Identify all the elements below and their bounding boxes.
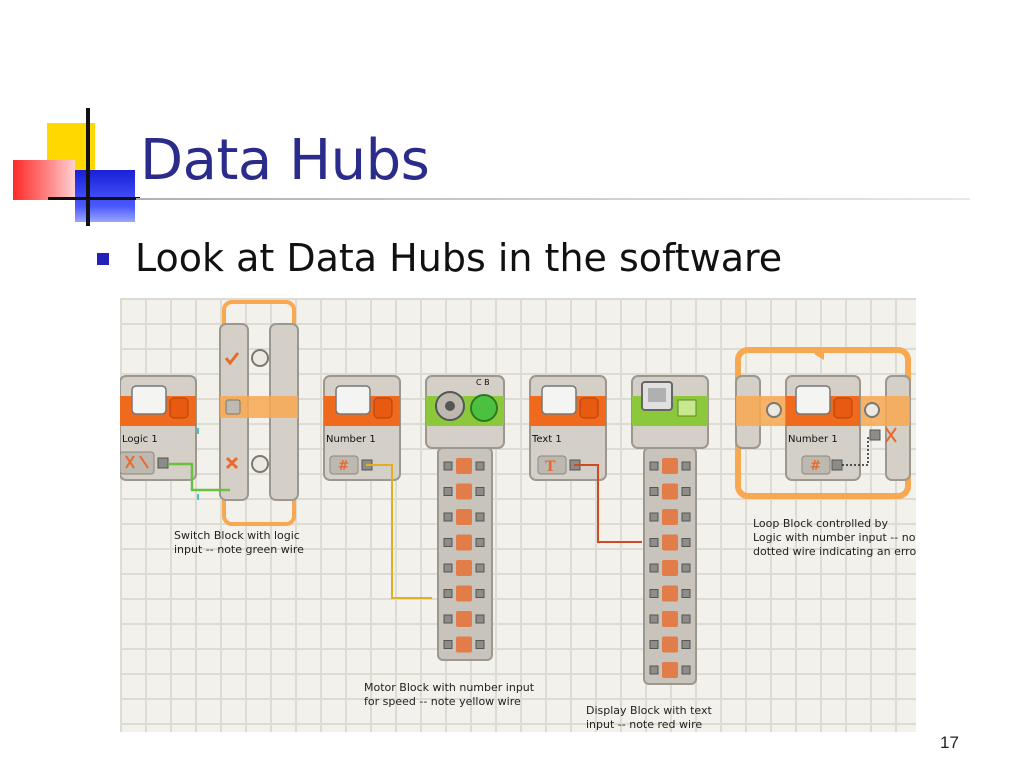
- nxt-software-screenshot: # T: [120, 298, 916, 732]
- motor-hub-plug-row: [443, 636, 485, 653]
- switch-block: [219, 300, 299, 526]
- bullet-marker: [97, 253, 109, 265]
- logic-block: [120, 375, 197, 481]
- display-hub-plug-row: [649, 458, 691, 474]
- caption-switch-block: Switch Block with logic input -- note gr…: [174, 529, 304, 556]
- yellow-wire: [366, 464, 432, 599]
- motor-block: [425, 375, 505, 661]
- display-hub-plug-row: [649, 509, 691, 525]
- motor-hub-plug-row: [443, 611, 485, 627]
- motor-hub-plug-row: [443, 509, 485, 525]
- loop-block: #: [735, 347, 911, 499]
- title-underline: [136, 198, 970, 200]
- display-hub-plug-row: [649, 662, 691, 678]
- caption-motor-block: Motor Block with number input for speed …: [364, 681, 535, 708]
- motor-hub-plug-row: [443, 534, 485, 551]
- display-hub-plug-row: [649, 534, 691, 551]
- caption-display-block: Display Block with text input -- note re…: [586, 704, 712, 731]
- display-hub-plug-row: [649, 636, 691, 653]
- screenshot-drawing: # T: [120, 300, 911, 685]
- svg-text:T: T: [545, 459, 556, 475]
- display-hub-plug-row: [649, 560, 691, 576]
- svg-text:#: #: [338, 459, 349, 474]
- number-block-label: Number 1: [326, 434, 376, 445]
- slide-title: Data Hubs: [140, 128, 430, 193]
- motor-hub-plug-row: [443, 458, 485, 474]
- decor-blue-square: [75, 170, 135, 222]
- display-hub-plug-row: [649, 611, 691, 627]
- red-wire: [574, 464, 642, 543]
- green-wire: [168, 462, 230, 492]
- decor-vertical-line: [86, 108, 90, 226]
- bullet-text: Look at Data Hubs in the software: [135, 236, 783, 280]
- caption-loop-block: Loop Block controlled by Logic with numb…: [753, 517, 916, 558]
- decor-horizontal-line: [48, 197, 140, 200]
- text-block-label: Text 1: [532, 434, 562, 445]
- motor-ports-label: C B: [476, 378, 490, 387]
- motor-hub-plug-row: [443, 560, 485, 576]
- logic-block-label: Logic 1: [122, 434, 158, 445]
- text-block: T: [529, 375, 607, 481]
- decor-red-square: [13, 160, 75, 200]
- loop-number-block-label: Number 1: [788, 434, 838, 445]
- motor-hub-plug-row: [443, 483, 485, 500]
- number-block: #: [323, 375, 401, 481]
- display-hub-plug-row: [649, 585, 691, 602]
- motor-hub-plug-row: [443, 585, 485, 602]
- slide-number: 17: [940, 733, 959, 752]
- display-hub-plug-row: [649, 483, 691, 500]
- svg-text:#: #: [810, 459, 821, 474]
